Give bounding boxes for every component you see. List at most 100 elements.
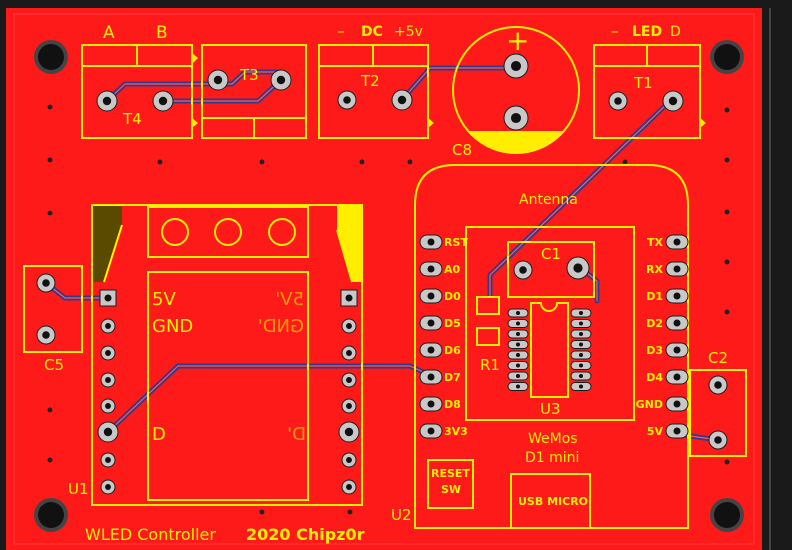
capacitor-c5-outline: [23, 265, 83, 353]
u2-outline: [414, 164, 689, 529]
u3-pin-pad: [570, 329, 592, 339]
u1-pin-5v: 5V: [152, 289, 176, 310]
terminal-t1-d: D: [670, 24, 681, 40]
terminal-t3[interactable]: T3: [201, 44, 307, 139]
u1-pin-pad: [100, 318, 116, 334]
mounting-hole-icon: [34, 498, 68, 532]
u2-right-pin-pad: [665, 261, 689, 277]
capacitor-c5[interactable]: C5: [23, 265, 83, 374]
mounting-hole-icon: [710, 40, 744, 74]
u2-left-pin-pad: [419, 234, 443, 250]
u2-right-pin-label: D1: [646, 290, 663, 303]
terminal-t1-pad: [608, 91, 628, 111]
u3-pin-pad: [570, 350, 592, 360]
u1-pin-pad: [341, 372, 357, 388]
u1-pin-d: D: [152, 424, 166, 445]
resistor-r1[interactable]: R1: [476, 296, 500, 374]
resistor-r1-pad: [476, 327, 500, 346]
terminal-t4-ref: T4: [122, 110, 142, 128]
u1-pin-pad: [341, 318, 357, 334]
reset-switch-outline: [427, 459, 474, 509]
u2-right-pin-label: D3: [646, 344, 663, 357]
terminal-t2[interactable]: – DC +5v T2: [318, 22, 434, 139]
via-group: [47, 104, 730, 515]
reset-switch-line2: SW: [441, 483, 461, 496]
u1-pin-pad: [100, 345, 116, 361]
u3-pin-pad: [507, 340, 529, 349]
terminal-t2-notch: [428, 118, 434, 128]
terminal-t1[interactable]: – LED D T1: [593, 22, 706, 139]
module-u2[interactable]: Antenna WeMos D1 mini RESET SW USB MICRO…: [391, 164, 689, 529]
capacitor-c5-pad: [36, 273, 56, 293]
u2-left-pin-pad: [419, 396, 443, 412]
capacitor-c8-ref: C8: [452, 141, 472, 159]
capacitor-c2-outline: [689, 369, 747, 457]
terminal-t4-pad: [152, 90, 174, 112]
capacitor-c8-outline: [452, 26, 580, 154]
capacitor-c2-pad: [708, 430, 728, 450]
u2-left-pin-label: D0: [444, 290, 461, 303]
terminal-t3-pad: [207, 69, 229, 91]
u2-left-pin-pad: [419, 315, 443, 331]
u1-ref: U1: [68, 480, 89, 498]
terminal-t2-plus: +5v: [394, 24, 423, 40]
u3-pin-pad: [570, 361, 592, 370]
capacitor-c2-pad: [708, 375, 728, 395]
u1-pin-pad: [341, 345, 357, 361]
u2-right-pin-label: GND: [636, 398, 663, 411]
u1-pin-pad: [100, 479, 116, 495]
u1-pin-gnd: GND: [152, 316, 193, 337]
u1-pin-pad: [341, 398, 357, 414]
u2-right-pin-label: 5V: [647, 425, 664, 438]
u2-right-pin-pad: [665, 396, 689, 412]
u3-pin-pad: [507, 329, 529, 339]
u3-pin-pad: [507, 371, 529, 381]
u2-name-line2: D1 mini: [525, 450, 579, 466]
mounting-hole-icon: [710, 498, 744, 532]
u1-pin-pad: [338, 421, 360, 443]
capacitor-c8-pad: [503, 53, 529, 79]
terminal-t4-notch: [192, 53, 198, 64]
terminal-t2-dc: DC: [361, 24, 383, 40]
terminal-t2-pad: [391, 89, 413, 111]
board-title: WLED Controller: [85, 525, 216, 544]
u2-left-pin-label: A0: [444, 263, 461, 276]
terminal-t1-pad: [662, 90, 684, 112]
mounting-hole-icon: [34, 40, 68, 74]
u2-left-pin-pad: [419, 369, 443, 385]
u3-pin-pad: [570, 308, 592, 318]
capacitor-c1-pad: [566, 256, 590, 280]
terminal-t4-label-b: B: [156, 23, 168, 43]
u2-left-pin-label: D6: [444, 344, 461, 357]
u2-left-pin-label: D5: [444, 317, 461, 330]
module-u1[interactable]: 5V GND D 5V' GND' D' U1: [68, 204, 363, 506]
u3-pin-pad: [507, 308, 529, 318]
resistor-r1-ref: R1: [480, 356, 500, 374]
terminal-t1-led: LED: [632, 24, 662, 40]
u2-right-pin-pad: [665, 315, 689, 331]
u2-antenna: Antenna: [519, 192, 578, 208]
u2-right-pin-pad: [665, 342, 689, 358]
u3-body: [530, 302, 569, 398]
terminal-t3-ref: T3: [239, 66, 259, 84]
terminal-t4[interactable]: A B T4: [81, 23, 198, 139]
u2-right-pin-label: D4: [646, 371, 663, 384]
u3-pin-pad: [507, 350, 529, 360]
u2-ref: U2: [391, 506, 412, 524]
u1-body: [147, 271, 309, 501]
u2-left-pin-pad: [419, 342, 443, 358]
capacitor-c2[interactable]: C2: [689, 349, 747, 457]
u3-pin-pad: [570, 340, 592, 349]
u1-pin-pad: [341, 479, 357, 495]
capacitor-c5-pad: [36, 325, 56, 345]
ic-u3[interactable]: U3: [507, 302, 592, 418]
u1-header-hole: [214, 218, 242, 246]
u1-mirrored-labels: 5V' GND' D': [258, 289, 306, 445]
u2-right-pin-pad: [665, 423, 689, 439]
terminal-t1-minus: –: [611, 22, 619, 40]
u1-header: [147, 206, 309, 258]
u1-keepout-right: [337, 205, 362, 282]
capacitor-c1[interactable]: C1: [507, 241, 595, 298]
